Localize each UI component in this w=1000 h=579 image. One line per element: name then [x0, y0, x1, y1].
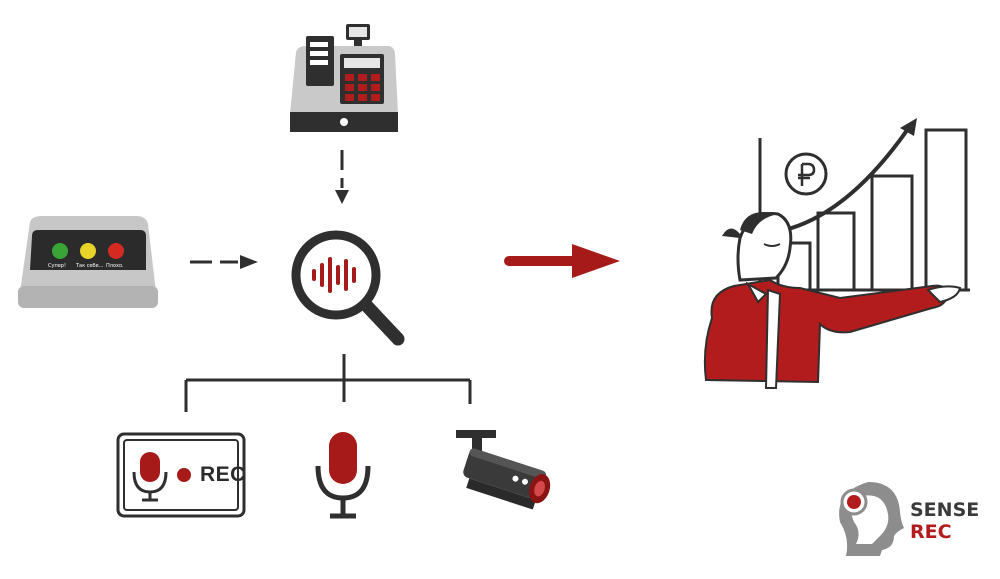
dashed-arrow-right: [188, 252, 262, 272]
head-logo-icon: [839, 482, 904, 556]
neutral-label: Так себе...: [76, 263, 104, 269]
neutral-button[interactable]: [80, 243, 96, 259]
sad-button[interactable]: [108, 243, 124, 259]
sense-rec-logo: SENSE REC: [832, 478, 979, 558]
sad-label: Плохо.: [106, 263, 124, 269]
red-result-arrow: [500, 242, 622, 280]
rec-label: REC: [200, 463, 246, 486]
brand-line1: SENSE: [910, 499, 980, 521]
smile-label: Супер!: [48, 263, 66, 269]
connector-lines: [180, 354, 480, 414]
cash-register-icon: [288, 22, 400, 134]
analysis-magnifier-icon: [286, 225, 410, 349]
brand-line2: REC: [910, 521, 952, 543]
microphone-icon: [312, 430, 374, 522]
smile-button[interactable]: [52, 243, 68, 259]
recorder-device: REC: [116, 432, 246, 518]
businessman-growth-illustration: [700, 118, 975, 394]
dashed-arrow-down: [330, 148, 354, 208]
feedback-terminal: Супер! Так себе... Плохо.: [18, 216, 158, 312]
security-camera-icon: [450, 426, 556, 518]
